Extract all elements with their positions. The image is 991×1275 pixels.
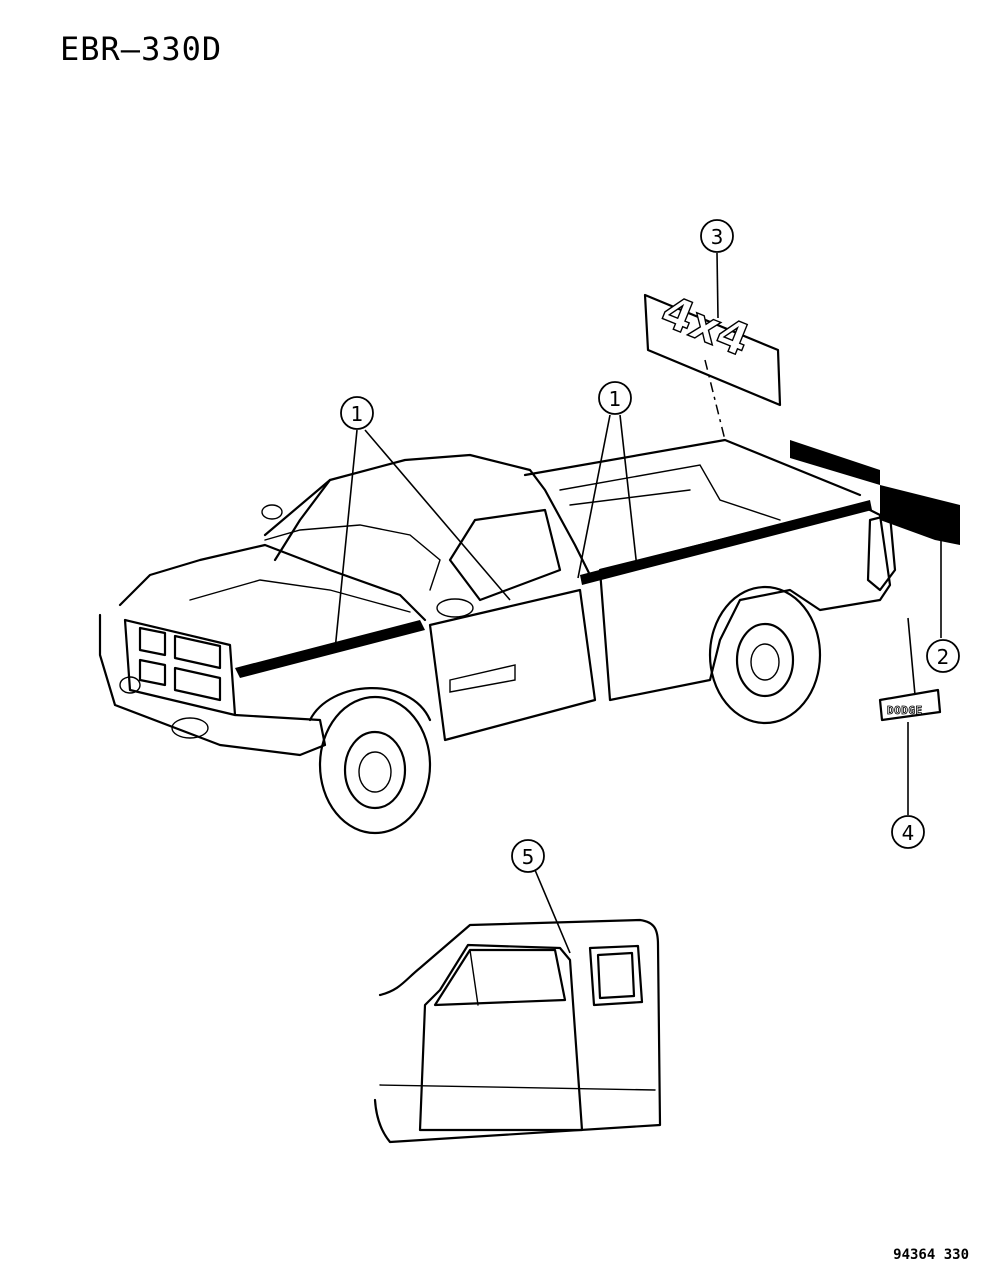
callout-4-number: 4 [902, 821, 915, 845]
callout-1b: 1 [598, 381, 632, 415]
dodge-nameplate-part: DODGE [878, 688, 942, 722]
callout-1b-number: 1 [609, 387, 622, 411]
figure-code: 94364 330 [893, 1247, 969, 1263]
callout-4: 4 [891, 815, 925, 849]
extended-cab-door-view [373, 918, 662, 1144]
callout-1a: 1 [340, 396, 374, 430]
pickup-truck-drawing [98, 438, 897, 835]
callout-2: 2 [926, 639, 960, 673]
diagram-title: EBR–330D [60, 30, 223, 68]
callout-2-number: 2 [937, 645, 950, 669]
callout-5: 5 [511, 839, 545, 873]
dodge-nameplate-text: DODGE [887, 704, 923, 717]
tailgate-stripe-part [790, 440, 960, 545]
leader-lines [334, 252, 942, 954]
callout-3-number: 3 [711, 225, 724, 249]
callout-5-number: 5 [522, 845, 535, 869]
4x4-decal-text: 4x4 [654, 286, 756, 367]
callout-1a-number: 1 [351, 402, 364, 426]
callout-3: 3 [700, 219, 734, 253]
